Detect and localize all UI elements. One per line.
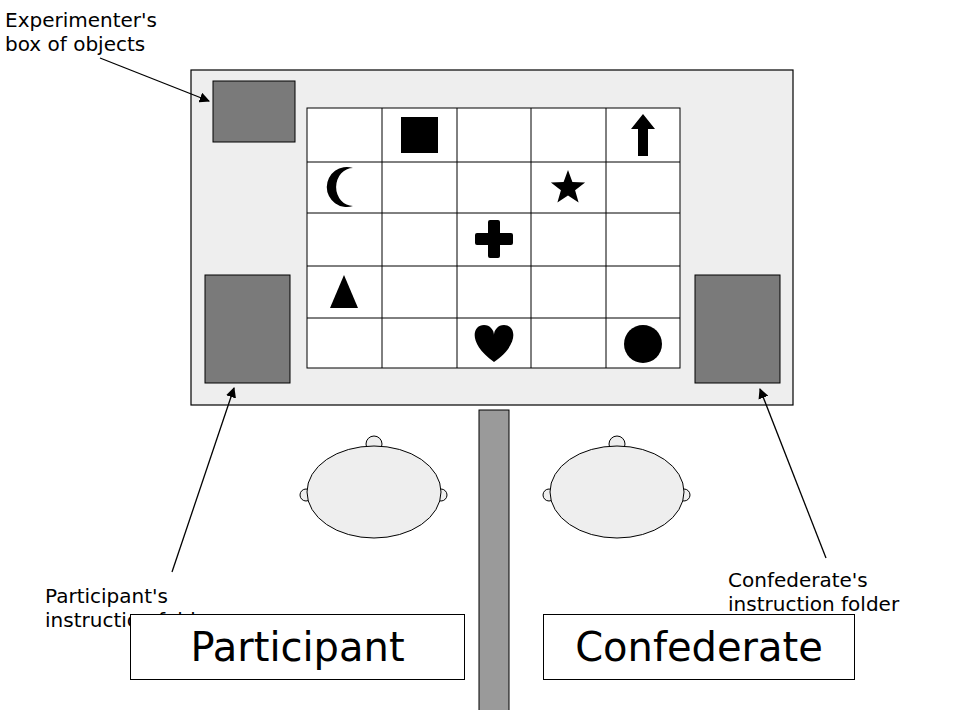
grid <box>307 108 680 368</box>
participant-folder <box>205 275 290 383</box>
grid-objects <box>327 114 662 363</box>
leader-arrows <box>100 58 826 572</box>
confederate-folder <box>695 275 780 383</box>
divider-screen <box>479 410 509 710</box>
table <box>191 70 793 405</box>
role-box: Confederate <box>543 614 855 680</box>
heads <box>300 436 690 538</box>
object-box <box>213 81 295 142</box>
callout-label: Confederate's instruction folder <box>728 568 943 616</box>
role-label: Confederate <box>575 624 823 670</box>
role-label: Participant <box>190 624 404 670</box>
callout-label: Experimenter's box of objects <box>5 8 180 56</box>
role-box: Participant <box>130 614 465 680</box>
